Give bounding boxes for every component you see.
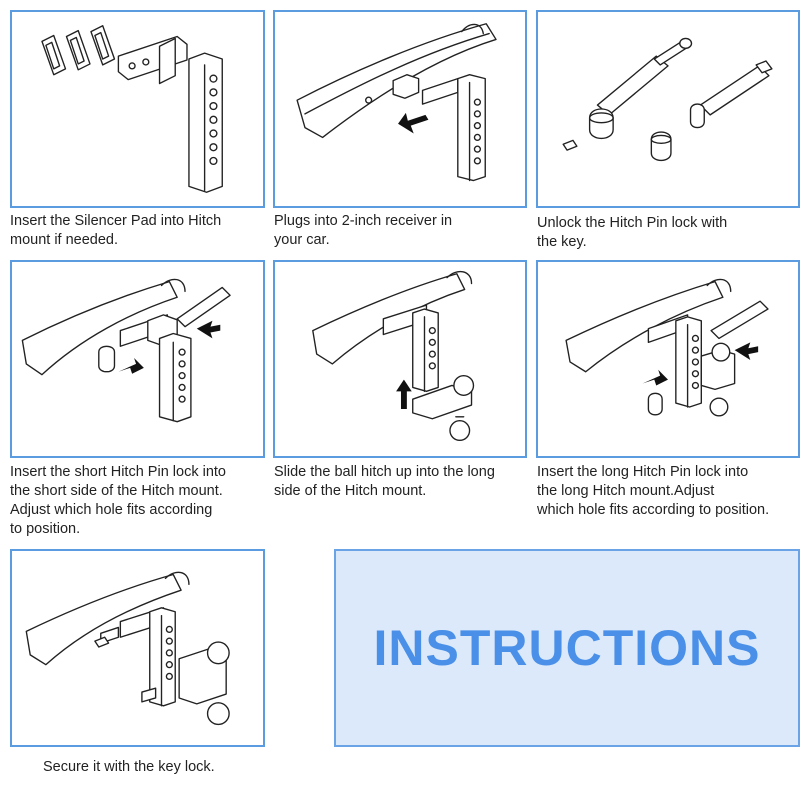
step-7-caption: Secure it with the key lock. bbox=[43, 759, 215, 775]
key-lock-secure-drawing bbox=[25, 571, 230, 726]
banner-title: INSTRUCTIONS bbox=[373, 620, 761, 676]
silencer-pad-hitch-mount-drawing bbox=[41, 25, 223, 193]
long-pin-insert-drawing bbox=[565, 278, 769, 417]
hitch-pin-lock-drawing bbox=[562, 37, 773, 162]
step-6-caption: Insert the long Hitch Pin lock into the … bbox=[537, 464, 770, 518]
step-6-illustration bbox=[536, 260, 800, 458]
step-5-illustration bbox=[273, 260, 527, 458]
instructions-banner: INSTRUCTIONS bbox=[334, 549, 800, 747]
short-pin-insert-drawing bbox=[21, 278, 231, 423]
step-3-caption: Unlock the Hitch Pin lock with the key. bbox=[537, 215, 728, 250]
step-1-caption: Insert the Silencer Pad into Hitch mount… bbox=[10, 213, 222, 248]
arrow-icon bbox=[398, 112, 429, 134]
step-1-illustration bbox=[10, 10, 265, 208]
ball-hitch-slide-drawing bbox=[312, 270, 475, 442]
step-2-illustration bbox=[273, 10, 527, 208]
arrow-icon bbox=[196, 320, 221, 339]
step-5-caption: Slide the ball hitch up into the long si… bbox=[274, 464, 495, 499]
key-icon bbox=[94, 636, 110, 648]
step-4-caption: Insert the short Hitch Pin lock into the… bbox=[10, 464, 226, 537]
step-2-caption: Plugs into 2-inch receiver in your car. bbox=[274, 213, 453, 248]
silencer-pad-icon bbox=[41, 25, 116, 76]
arrow-icon bbox=[118, 358, 144, 374]
up-arrow-icon bbox=[396, 379, 412, 409]
key-icon bbox=[562, 139, 578, 151]
arrow-icon bbox=[734, 342, 759, 360]
step-7-illustration bbox=[10, 549, 265, 747]
step-3-illustration bbox=[536, 10, 800, 208]
receiver-drawing bbox=[296, 23, 497, 182]
step-4-illustration bbox=[10, 260, 265, 458]
arrow-icon bbox=[642, 369, 668, 386]
hole-column bbox=[209, 74, 218, 166]
